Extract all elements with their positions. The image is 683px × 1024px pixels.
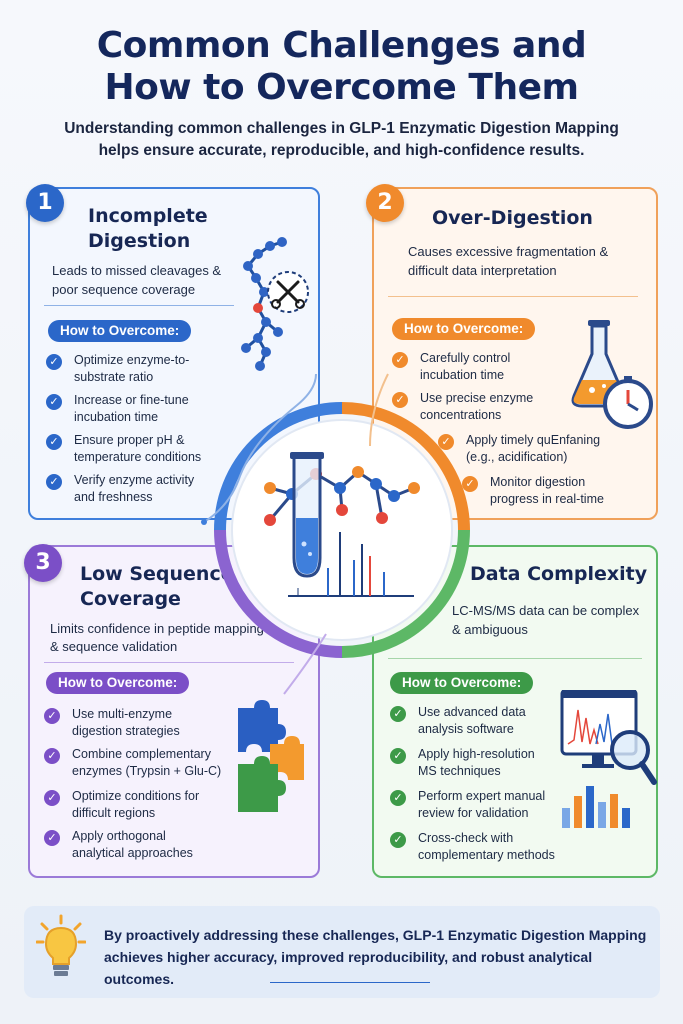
card3-item1-line1: Use multi-enzyme xyxy=(72,707,173,721)
card1-desc-line1: Leads to missed cleavages & xyxy=(52,263,222,278)
card3-item3-line2: difficult regions xyxy=(72,806,156,820)
card2-item3-line1: Apply timely quEnfaning xyxy=(466,433,601,447)
check-icon: ✓ xyxy=(44,790,60,806)
card2-pill-how-to-overcome: How to Overcome: xyxy=(392,318,536,340)
conclusion-line2: achieves higher accuracy, improved repro… xyxy=(104,949,593,987)
lightbulb-icon xyxy=(36,914,86,976)
card4-desc-line2: & ambiguous xyxy=(452,622,528,637)
card2-item4-line1: Monitor digestion xyxy=(490,475,586,489)
card4-desc-line1: LC-MS/MS data can be complex xyxy=(452,603,640,618)
check-icon: ✓ xyxy=(46,434,62,450)
card3-item4-line2: analytical approaches xyxy=(72,846,193,860)
card2-desc-line1: Causes excessive fragmentation & xyxy=(408,244,609,259)
check-icon: ✓ xyxy=(46,474,62,490)
card1-title-line2: Digestion xyxy=(88,230,191,252)
card3-item2-line2: enzymes (Trypsin + Glu-C) xyxy=(72,764,222,778)
card1-item2-line1: Increase or fine-tune xyxy=(74,393,189,407)
card4-item4-line1: Cross-check with xyxy=(418,831,514,845)
subtitle-line2: helps ensure accurate, reproducible, and… xyxy=(98,142,585,159)
card3-pill-how-to-overcome: How to Overcome: xyxy=(46,672,190,694)
footer-accent-line xyxy=(270,982,430,983)
card4-item2-line2: MS techniques xyxy=(418,764,501,778)
flask-stopwatch-icon xyxy=(571,320,653,429)
divider xyxy=(44,662,294,663)
divider xyxy=(388,296,638,297)
card1-desc-line2: poor sequence coverage xyxy=(52,282,196,297)
card2-item1-line1: Carefully control xyxy=(420,351,511,365)
page-title-line2: How to Overcome Them xyxy=(104,67,579,108)
card2-item2-line2: concentrations xyxy=(420,408,502,422)
page-title-line1: Common Challenges and xyxy=(96,25,587,66)
card1-title-line1: Incomplete xyxy=(88,205,208,227)
card1-pill-how-to-overcome: How to Overcome: xyxy=(48,320,192,342)
number-badge-3: 3 xyxy=(24,544,62,582)
check-icon: ✓ xyxy=(46,354,62,370)
card2-desc-line2: difficult data interpretation xyxy=(408,263,557,278)
monitor-magnifier-chart-icon xyxy=(560,690,657,828)
check-icon: ✓ xyxy=(390,790,406,806)
card1-item3-line1: Ensure proper pH & xyxy=(74,433,185,447)
number-badge-1: 1 xyxy=(26,184,64,222)
check-icon: ✓ xyxy=(392,392,408,408)
check-icon: ✓ xyxy=(44,748,60,764)
connector-card3 xyxy=(283,633,327,695)
puzzle-pieces-icon xyxy=(238,700,304,812)
connector-card1 xyxy=(201,373,317,525)
card2-item2-line1: Use precise enzyme xyxy=(420,391,534,405)
check-icon: ✓ xyxy=(462,476,478,492)
check-icon: ✓ xyxy=(438,434,454,450)
card4-item4-line2: complementary methods xyxy=(418,848,555,862)
test-tube-molecule-spectrum-icon xyxy=(264,452,420,597)
check-icon: ✓ xyxy=(392,352,408,368)
card4-item3-line1: Perform expert manual xyxy=(418,789,546,803)
center-hub xyxy=(214,402,470,658)
card3-title-line1: Low Sequence xyxy=(80,563,234,585)
card3-item4-line1: Apply orthogonal xyxy=(72,829,166,843)
check-icon: ✓ xyxy=(390,748,406,764)
card3-title-line2: Coverage xyxy=(80,588,181,610)
check-icon: ✓ xyxy=(44,708,60,724)
card1-item4-line2: and freshness xyxy=(74,490,153,504)
number-badge-2: 2 xyxy=(366,184,404,222)
molecule-scissors-icon xyxy=(241,237,309,371)
card2-title: Over-Digestion xyxy=(432,207,593,229)
card3-item1-line2: digestion strategies xyxy=(72,724,180,738)
card1-item4-line1: Verify enzyme activity xyxy=(74,473,195,487)
card4-title: Data Complexity xyxy=(470,563,648,585)
card3-desc-line2: & sequence validation xyxy=(50,639,178,654)
card1-item3-line2: temperature conditions xyxy=(74,450,202,464)
subtitle-line1: Understanding common challenges in GLP-1… xyxy=(64,120,619,137)
card2-item4-line2: progress in real-time xyxy=(490,492,604,506)
card3-item3-line1: Optimize conditions for xyxy=(72,789,200,803)
check-icon: ✓ xyxy=(46,394,62,410)
card1-item1-line2: substrate ratio xyxy=(74,370,154,384)
divider xyxy=(44,305,234,306)
card1-item1-line1: Optimize enzyme-to- xyxy=(74,353,190,367)
conclusion-line1: By proactively addressing these challeng… xyxy=(104,927,647,943)
divider xyxy=(388,658,642,659)
card4-pill-how-to-overcome: How to Overcome: xyxy=(390,672,534,694)
connector-card2 xyxy=(369,373,389,447)
check-icon: ✓ xyxy=(390,706,406,722)
check-icon: ✓ xyxy=(44,830,60,846)
card3-desc-line1: Limits confidence in peptide mapping xyxy=(50,621,264,636)
card2-item3-line2: (e.g., acidification) xyxy=(466,450,568,464)
card2-item1-line2: incubation time xyxy=(420,368,505,382)
card4-item1-line1: Use advanced data xyxy=(418,705,526,719)
check-icon: ✓ xyxy=(390,832,406,848)
card1-item2-line2: incubation time xyxy=(74,410,159,424)
card3-item2-line1: Combine complementary xyxy=(72,747,211,761)
card4-item2-line1: Apply high-resolution xyxy=(418,747,535,761)
card4-item3-line2: review for validation xyxy=(418,806,529,820)
card4-item1-line2: analysis software xyxy=(418,722,514,736)
